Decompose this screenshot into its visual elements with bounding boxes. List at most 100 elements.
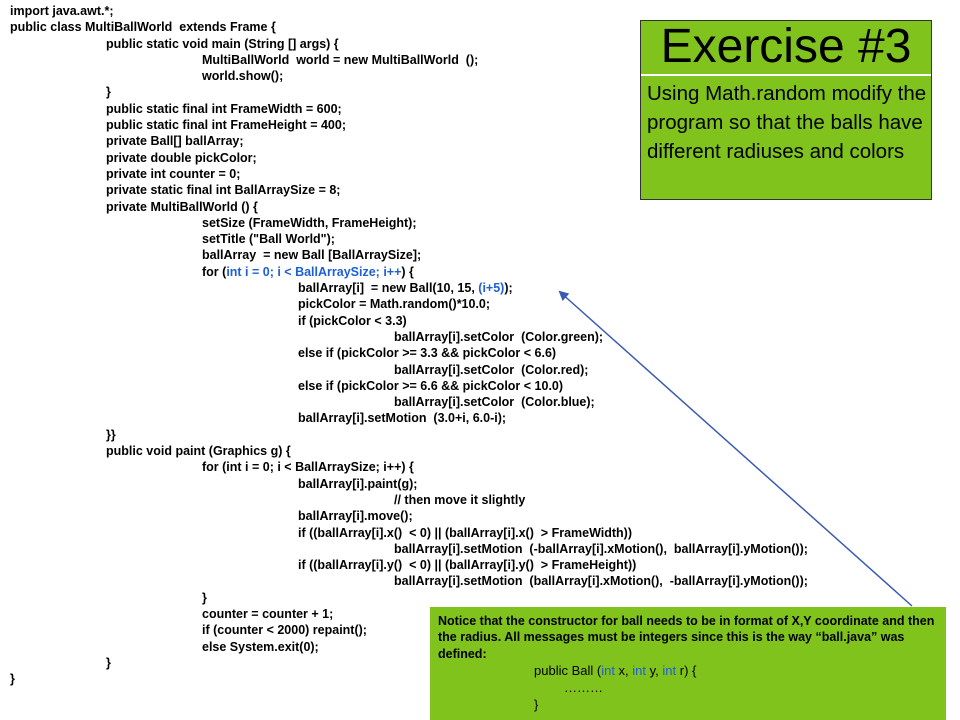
- code-line: setSize (FrameWidth, FrameHeight);: [10, 215, 808, 231]
- code-line: if (counter < 2000) repaint();: [10, 622, 808, 638]
- code-text: public class MultiBallWorld extends Fram…: [10, 20, 276, 35]
- code-text: // then move it slightly: [394, 492, 526, 507]
- code-line: public static final int FrameHeight = 40…: [10, 117, 808, 133]
- code-text: private static final int BallArraySize =…: [106, 183, 341, 198]
- signature-keyword: int: [601, 662, 615, 678]
- signature-keyword: int: [632, 662, 647, 678]
- code-text: }}: [106, 427, 116, 442]
- note-ellipsis: ………: [564, 679, 603, 695]
- code-line: setTitle ("Ball World");: [10, 231, 808, 247]
- code-text: world.show();: [202, 69, 284, 84]
- code-text: );: [504, 281, 513, 296]
- code-line: ballArray[i].setMotion (-ballArray[i].xM…: [10, 541, 808, 557]
- code-listing: import java.awt.*; public class MultiBall…: [10, 3, 808, 687]
- code-text: ballArray[i].setColor (Color.red);: [394, 362, 589, 377]
- code-text: ballArray[i].paint(g);: [298, 476, 418, 491]
- code-text: else System.exit(0);: [202, 639, 319, 654]
- code-line: else if (pickColor >= 3.3 && pickColor <…: [10, 345, 808, 361]
- code-line: if ((ballArray[i].y() < 0) || (ballArray…: [10, 557, 808, 573]
- code-line: ballArray[i].setColor (Color.green);: [10, 329, 808, 345]
- code-line: else System.exit(0);: [10, 639, 808, 655]
- code-text: public static void main (String [] args)…: [106, 36, 339, 51]
- note-closing-brace: }: [534, 696, 539, 712]
- code-text: private Ball[] ballArray;: [106, 134, 244, 149]
- code-text: pickColor = Math.random()*10.0;: [298, 297, 491, 312]
- code-line: private int counter = 0;: [10, 166, 808, 182]
- code-line: ballArray[i].setColor (Color.red);: [10, 362, 808, 378]
- code-text: private MultiBallWorld () {: [106, 199, 258, 214]
- code-line: public static final int FrameWidth = 600…: [10, 101, 808, 117]
- code-text: MultiBallWorld world = new MultiBallWorl…: [202, 52, 479, 67]
- code-line: }: [10, 590, 808, 606]
- code-keyword: int i = 0; i < BallArraySize; i++: [226, 264, 402, 279]
- signature-text: r) {: [676, 662, 697, 678]
- signature-keyword: int: [662, 662, 677, 678]
- code-line: ballArray[i].setColor (Color.blue);: [10, 394, 808, 410]
- code-text: }: [10, 672, 15, 687]
- code-text: public void paint (Graphics g) {: [106, 444, 291, 459]
- code-text: ballArray[i].setColor (Color.green);: [394, 329, 604, 344]
- code-line: ballArray[i].setMotion (ballArray[i].xMo…: [10, 573, 808, 589]
- code-text: if ((ballArray[i].y() < 0) || (ballArray…: [298, 558, 637, 573]
- code-line: private Ball[] ballArray;: [10, 133, 808, 149]
- code-text: if (pickColor < 3.3): [298, 313, 407, 328]
- signature-text: y,: [646, 662, 663, 678]
- code-line: for (int i = 0; i < BallArraySize; i++) …: [10, 459, 808, 475]
- code-text: setSize (FrameWidth, FrameHeight);: [202, 215, 417, 230]
- code-line: private MultiBallWorld () {: [10, 199, 808, 215]
- code-line: if (pickColor < 3.3): [10, 313, 808, 329]
- signature-text: x,: [614, 662, 633, 678]
- code-text: }: [106, 85, 111, 100]
- code-text: import java.awt.*;: [10, 4, 114, 18]
- code-text: ) {: [401, 264, 414, 279]
- exercise-title: Exercise #3: [660, 20, 912, 73]
- note-box: Notice that the constructor for ball nee…: [430, 607, 946, 720]
- code-text: ballArray[i].setMotion (ballArray[i].xMo…: [394, 574, 808, 589]
- code-text: }: [106, 655, 111, 670]
- code-line: }: [10, 655, 808, 671]
- code-text: public static final int FrameWidth = 600…: [106, 101, 342, 116]
- code-line: public static void main (String [] args)…: [10, 36, 808, 52]
- code-line: counter = counter + 1;: [10, 606, 808, 622]
- code-text: counter = counter + 1;: [202, 606, 334, 621]
- exercise-instructions: Using Math.random modify the program so …: [647, 82, 927, 163]
- code-text: for (int i = 0; i < BallArraySize; i++) …: [202, 460, 414, 475]
- code-keyword: (i+5): [478, 281, 505, 296]
- code-text: ballArray[i].setMotion (3.0+i, 6.0-i);: [298, 411, 507, 426]
- code-line: public class MultiBallWorld extends Fram…: [10, 19, 808, 35]
- code-line: if ((ballArray[i].x() < 0) || (ballArray…: [10, 525, 808, 541]
- code-line: }: [10, 671, 808, 687]
- note-text: Notice that the constructor for ball nee…: [438, 614, 935, 661]
- code-line: ballArray[i].paint(g);: [10, 476, 808, 492]
- code-line: ballArray[i].move();: [10, 508, 808, 524]
- code-text: ballArray = new Ball [BallArraySize];: [202, 248, 422, 263]
- code-line: ballArray[i].setMotion (3.0+i, 6.0-i);: [10, 410, 808, 426]
- code-line: }}: [10, 427, 808, 443]
- code-text: ballArray[i].setMotion (-ballArray[i].xM…: [394, 541, 808, 556]
- code-line: ballArray[i] = new Ball(10, 15, (i+5));: [10, 280, 808, 296]
- code-line: import java.awt.*;: [10, 3, 808, 19]
- code-text: }: [202, 590, 207, 605]
- exercise-box: Exercise #3 Using Math.random modify the…: [640, 20, 932, 200]
- code-line: public void paint (Graphics g) {: [10, 443, 808, 459]
- code-text: else if (pickColor >= 6.6 && pickColor <…: [298, 378, 564, 393]
- code-text: if ((ballArray[i].x() < 0) || (ballArray…: [298, 525, 633, 540]
- code-text: if (counter < 2000) repaint();: [202, 623, 367, 638]
- code-text: ballArray[i].move();: [298, 509, 413, 524]
- code-text: setTitle ("Ball World");: [202, 232, 335, 247]
- code-line: else if (pickColor >= 6.6 && pickColor <…: [10, 378, 808, 394]
- code-line: // then move it slightly: [10, 492, 808, 508]
- code-line: world.show();: [10, 68, 808, 84]
- code-line: MultiBallWorld world = new MultiBallWorl…: [10, 52, 808, 68]
- code-text: for (: [202, 264, 227, 279]
- code-line: ballArray = new Ball [BallArraySize];: [10, 247, 808, 263]
- code-text: ballArray[i] = new Ball(10, 15,: [298, 281, 479, 296]
- code-line: }: [10, 84, 808, 100]
- code-text: ballArray[i].setColor (Color.blue);: [394, 395, 595, 410]
- code-line: for (int i = 0; i < BallArraySize; i++) …: [10, 264, 808, 280]
- code-text: private int counter = 0;: [106, 166, 241, 181]
- note-constructor-signature: public Ball (int x, int y, int r) {: [438, 662, 940, 679]
- code-line: private double pickColor;: [10, 150, 808, 166]
- code-text: public static final int FrameHeight = 40…: [106, 118, 346, 133]
- code-text: else if (pickColor >= 3.3 && pickColor <…: [298, 346, 557, 361]
